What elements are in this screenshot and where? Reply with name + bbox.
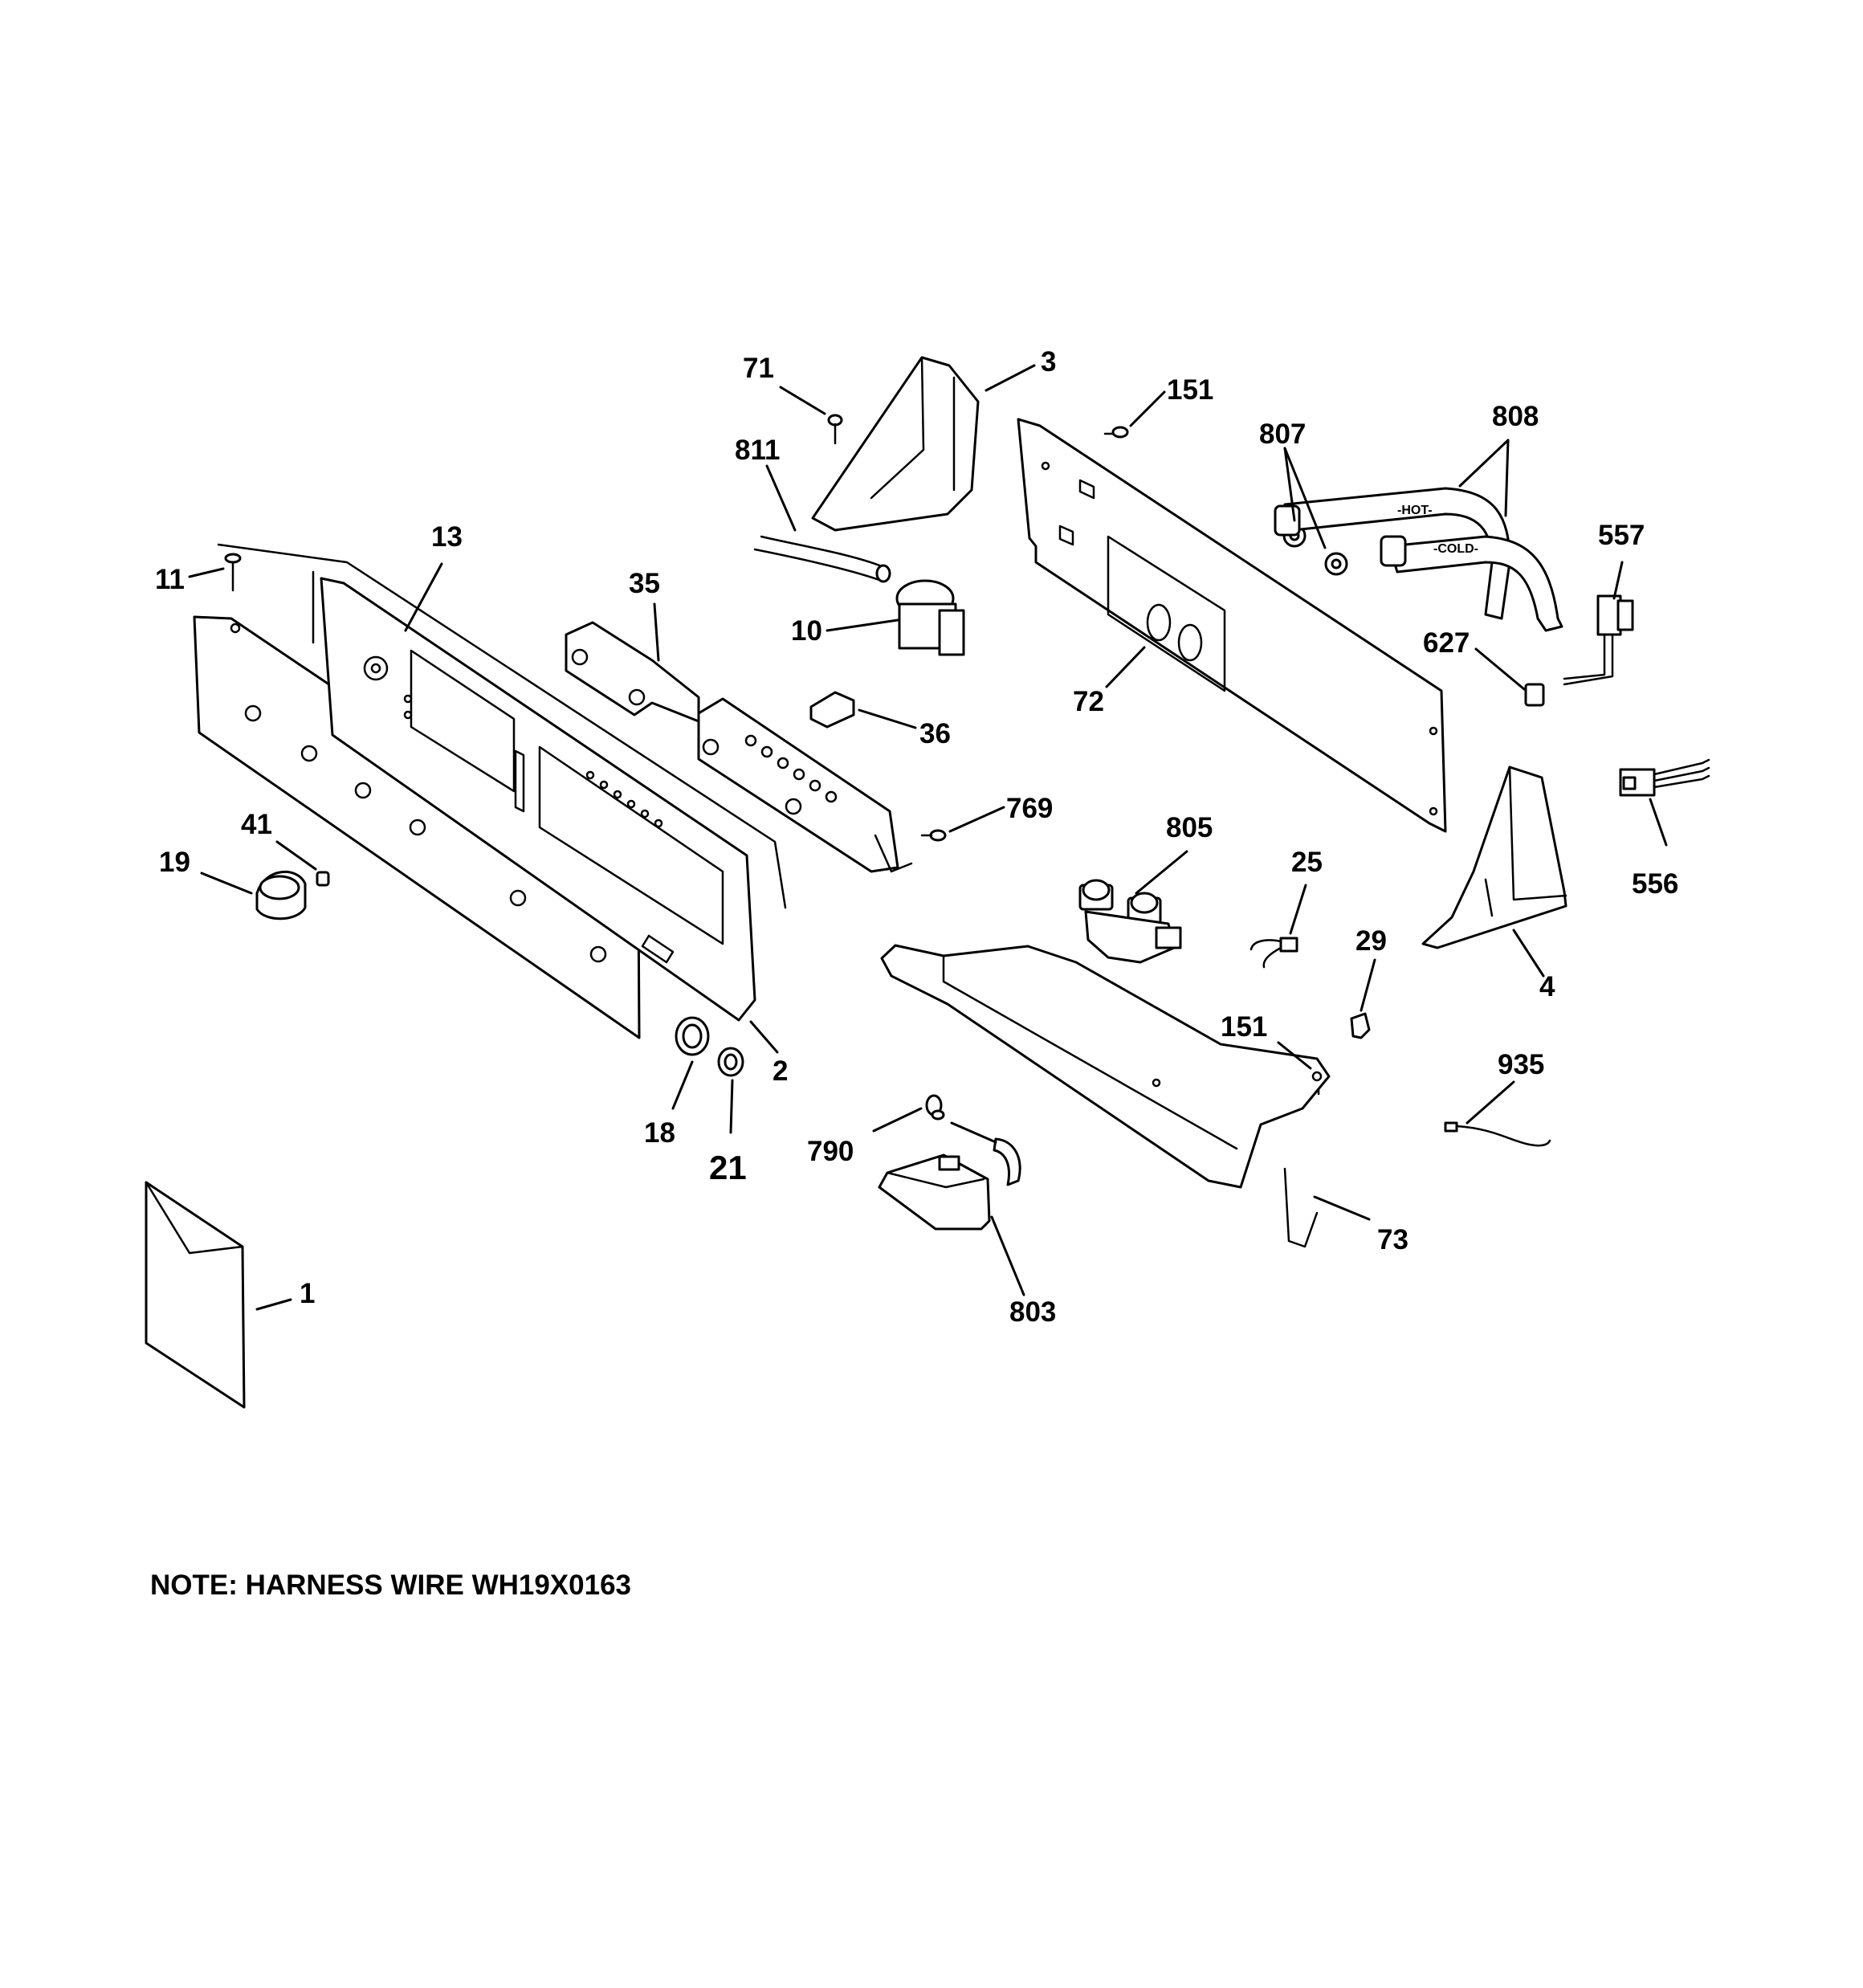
part-25-wire	[1249, 937, 1298, 969]
part-71-screw	[827, 414, 843, 445]
hose-hot-text: -HOT-	[1397, 504, 1433, 517]
label-808: 808	[1492, 401, 1539, 432]
part-790-clamp	[925, 1094, 945, 1121]
part-labels: 71 3 151 807 808 811 13 11 35 10 557 627…	[155, 346, 1678, 1328]
label-36: 36	[919, 718, 951, 749]
part-556-connector	[1619, 758, 1710, 797]
part-18-bezel	[675, 1016, 710, 1056]
label-10: 10	[791, 615, 822, 647]
part-4-side-support	[1421, 765, 1567, 949]
part-11-screw	[224, 553, 242, 592]
label-35: 35	[629, 568, 660, 599]
part-73-lower-bracket	[880, 944, 1331, 1248]
label-25: 25	[1291, 847, 1323, 878]
harness-note: NOTE: HARNESS WIRE WH19X0163	[150, 1570, 631, 1601]
part-19-knob	[255, 871, 307, 921]
label-803: 803	[1009, 1296, 1056, 1328]
label-4: 4	[1539, 971, 1555, 1002]
part-3-bracket	[811, 356, 980, 532]
part-627-grommet	[1524, 683, 1545, 707]
label-556: 556	[1632, 868, 1678, 900]
label-21: 21	[709, 1149, 747, 1186]
part-803-dispenser	[878, 1137, 1021, 1231]
part-557-plug	[1563, 594, 1634, 686]
label-790: 790	[807, 1136, 854, 1167]
label-1: 1	[300, 1278, 315, 1309]
label-151-bottom: 151	[1221, 1011, 1267, 1043]
part-935-wire	[1444, 1121, 1551, 1147]
part-13-console-frame	[217, 543, 787, 1022]
part-151-screw-top	[1103, 426, 1129, 439]
part-769-screw	[920, 829, 947, 842]
label-3: 3	[1041, 346, 1056, 378]
label-71: 71	[743, 353, 774, 384]
label-805: 805	[1166, 812, 1213, 843]
label-11: 11	[155, 564, 185, 595]
label-2: 2	[773, 1055, 788, 1087]
frame-holes	[403, 694, 663, 828]
fasteners	[224, 414, 1326, 1096]
label-72: 72	[1073, 686, 1104, 717]
housing-holes	[744, 734, 838, 803]
label-627: 627	[1423, 627, 1470, 659]
label-73: 73	[1377, 1224, 1408, 1255]
label-29: 29	[1355, 925, 1387, 957]
part-10-pressure-switch	[895, 579, 965, 656]
label-18: 18	[644, 1117, 675, 1149]
part-41-setscrew	[316, 871, 330, 887]
part-36-clip	[809, 691, 855, 729]
label-41: 41	[241, 809, 272, 840]
label-807: 807	[1259, 418, 1306, 450]
label-13: 13	[431, 521, 463, 553]
hose-cold-text: -COLD-	[1433, 542, 1478, 556]
label-769: 769	[1006, 793, 1053, 824]
part-1-manual	[145, 1181, 246, 1409]
label-811: 811	[735, 435, 780, 466]
part-811-tube	[753, 535, 891, 583]
part-21-bezel	[717, 1047, 744, 1077]
label-19: 19	[159, 847, 190, 878]
leader-lines	[188, 364, 1668, 1311]
part-35-housing	[565, 621, 913, 873]
part-29-clip	[1350, 1012, 1371, 1039]
part-72-back-panel	[1017, 418, 1447, 833]
part-805-water-valve	[1078, 879, 1182, 964]
label-557: 557	[1598, 520, 1645, 551]
label-935: 935	[1498, 1049, 1544, 1080]
label-151-top: 151	[1167, 374, 1213, 406]
